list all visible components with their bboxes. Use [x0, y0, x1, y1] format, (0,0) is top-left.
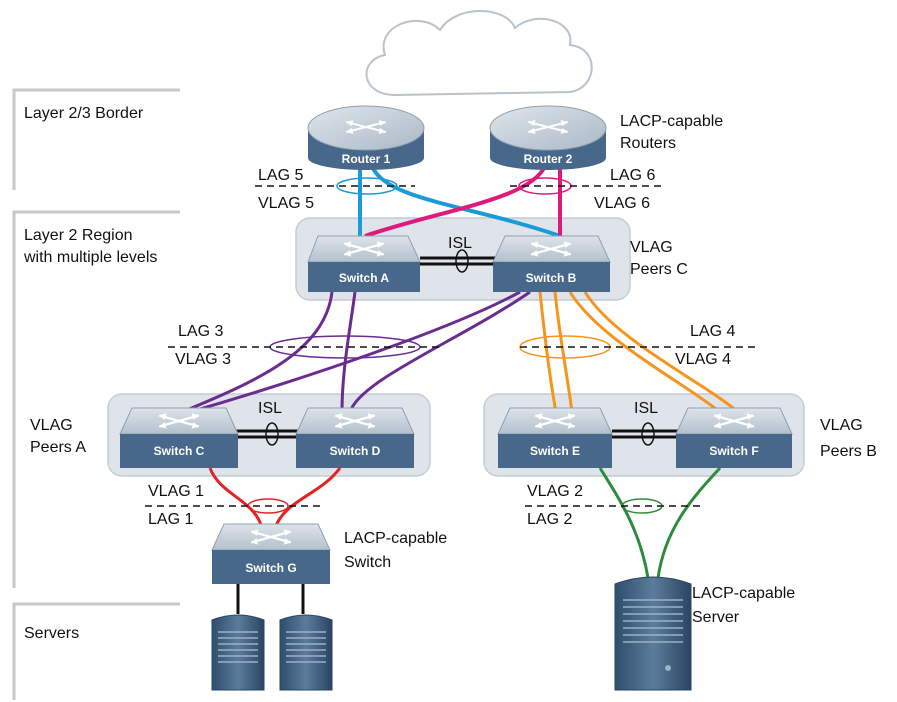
peers-a-line2: Peers A: [30, 439, 86, 456]
switch-e-label: Switch E: [530, 444, 580, 458]
label-lag2: LAG 2: [527, 511, 572, 528]
switch-g-label: Switch G: [245, 561, 296, 575]
label-lag4: LAG 4: [690, 323, 735, 340]
switch-d: Switch D: [295, 407, 415, 468]
switch-c-label: Switch C: [154, 444, 205, 458]
switch-f-label: Switch F: [709, 444, 758, 458]
server-icon: [211, 614, 265, 691]
router-2-label: Router 2: [524, 152, 573, 166]
switch-g-caption-line1: LACP-capable: [344, 530, 447, 547]
links-magenta: [364, 165, 562, 238]
links-purple: [181, 290, 531, 414]
label-lag6: LAG 6: [610, 167, 655, 184]
routers-caption-line1: LACP-capable: [620, 113, 723, 130]
switch-d-label: Switch D: [330, 444, 381, 458]
server-caption-line1: LACP-capable: [692, 585, 795, 602]
peers-c-line1: VLAG: [630, 239, 673, 256]
switch-a-label: Switch A: [339, 271, 390, 285]
lag-dashed-lines: [145, 185, 760, 507]
lacp-server-icon: [614, 576, 692, 691]
isl-label-a: ISL: [258, 400, 282, 417]
switch-g: Switch G: [211, 523, 331, 584]
links-servers: [236, 584, 305, 614]
peers-b-line1: VLAG: [820, 417, 863, 434]
label-vlag2: VLAG 2: [527, 483, 583, 500]
label-vlag4: VLAG 4: [675, 351, 731, 368]
switch-a: Switch A: [307, 235, 421, 292]
peers-c-line2: Peers C: [630, 261, 688, 278]
switch-b-label: Switch B: [526, 271, 577, 285]
region-brackets: [12, 88, 180, 700]
server-caption-line2: Server: [692, 609, 740, 626]
switch-c: Switch C: [119, 407, 239, 468]
peers-b-line2: Peers B: [820, 443, 877, 460]
isl-label-c: ISL: [448, 235, 472, 252]
label-vlag6: VLAG 6: [594, 195, 650, 212]
isl-label-b: ISL: [634, 400, 658, 417]
isl-links: [235, 256, 680, 439]
label-lag5: LAG 5: [258, 167, 303, 184]
region-label-l2-line1: Layer 2 Region: [24, 227, 133, 244]
label-vlag1: VLAG 1: [148, 483, 204, 500]
router-1-label: Router 1: [342, 152, 391, 166]
internet-cloud-icon: [365, 10, 593, 97]
region-label-border: Layer 2/3 Border: [24, 105, 144, 122]
links-red: [208, 467, 342, 529]
label-lag1: LAG 1: [148, 511, 193, 528]
region-label-l2-line2: with multiple levels: [23, 249, 157, 266]
label-lag3: LAG 3: [178, 323, 223, 340]
switch-b: Switch B: [492, 235, 611, 292]
routers-caption-line2: Routers: [620, 135, 676, 152]
router-1: Router 1: [307, 105, 425, 170]
label-vlag5: VLAG 5: [258, 195, 314, 212]
router-2: Router 2: [489, 105, 607, 170]
server-icon: [279, 614, 333, 691]
label-vlag3: VLAG 3: [175, 351, 231, 368]
links-green: [598, 466, 722, 579]
switch-f: Switch F: [675, 407, 793, 468]
switch-e: Switch E: [497, 407, 613, 468]
peers-a-line1: VLAG: [30, 417, 73, 434]
isl-ellipses: [265, 249, 655, 446]
switch-g-caption-line2: Switch: [344, 554, 391, 571]
region-label-servers: Servers: [24, 625, 79, 642]
